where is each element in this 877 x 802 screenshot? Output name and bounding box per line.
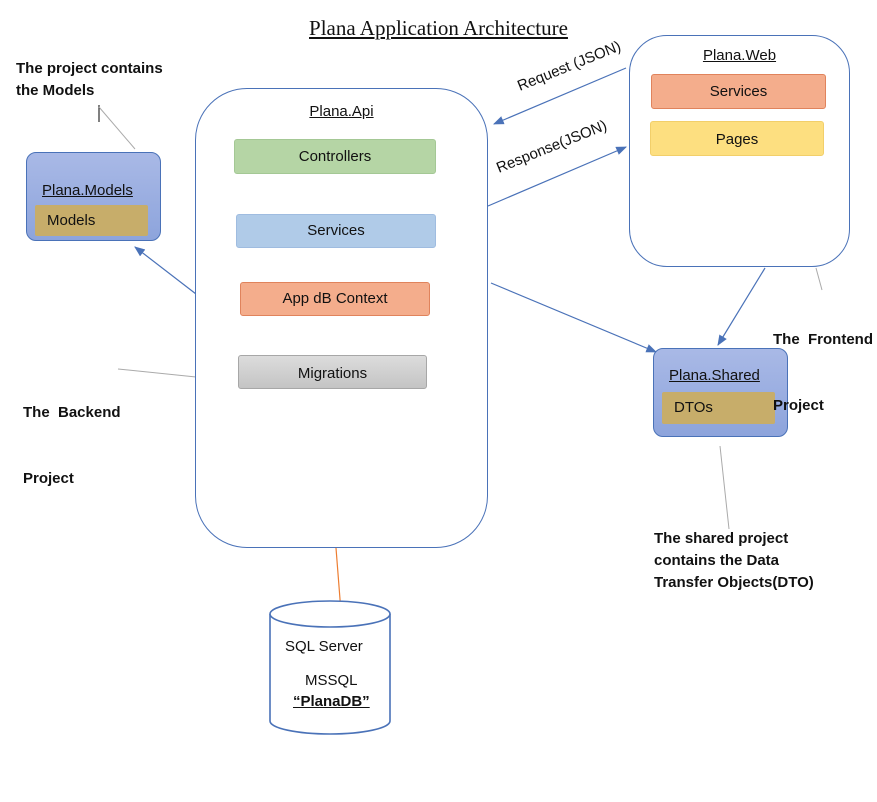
api-services-box: Services <box>236 214 436 248</box>
api-to-shared-arrow <box>490 282 657 353</box>
diagram-title: Plana Application Architecture <box>309 16 568 40</box>
models-note: The project contains the Models <box>16 60 163 99</box>
db-mssql-label: MSSQL <box>305 672 358 689</box>
plana-api-title: Plana.Api <box>309 103 374 120</box>
backend-note: The Backend Project <box>23 404 121 487</box>
sql-server-database-cylinder <box>269 600 391 735</box>
db-sql-server-label: SQL Server <box>285 638 363 655</box>
request-arrow <box>493 67 627 125</box>
backend-callout-line <box>117 368 197 378</box>
models-callout-line <box>98 106 136 150</box>
api-to-models-arrow <box>134 246 197 295</box>
plana-shared-title: Plana.Shared <box>669 367 760 384</box>
response-arrow <box>487 146 627 207</box>
models-inner-box: Models <box>35 205 148 236</box>
api-controllers-box: Controllers <box>234 139 436 174</box>
web-pages-box: Pages <box>650 121 824 156</box>
plana-web-title: Plana.Web <box>702 47 777 64</box>
plana-models-title: Plana.Models <box>42 182 133 199</box>
db-name-label: “PlanaDB” <box>293 693 370 710</box>
frontend-callout-line <box>815 267 823 291</box>
shared-callout-line <box>719 445 730 530</box>
api-migrations-box: Migrations <box>238 355 427 389</box>
api-db-context-box: App dB Context <box>240 282 430 316</box>
plana-shared-box: Plana.Shared DTOs <box>653 348 788 437</box>
web-services-box: Services <box>651 74 826 109</box>
plana-models-box: Plana.Models Models <box>26 152 161 241</box>
web-to-shared-arrow <box>717 267 766 346</box>
frontend-note: The Frontend Project <box>773 331 873 414</box>
dtos-inner-box: DTOs <box>662 392 775 424</box>
shared-note: The shared project contains the Data Tra… <box>654 530 814 591</box>
